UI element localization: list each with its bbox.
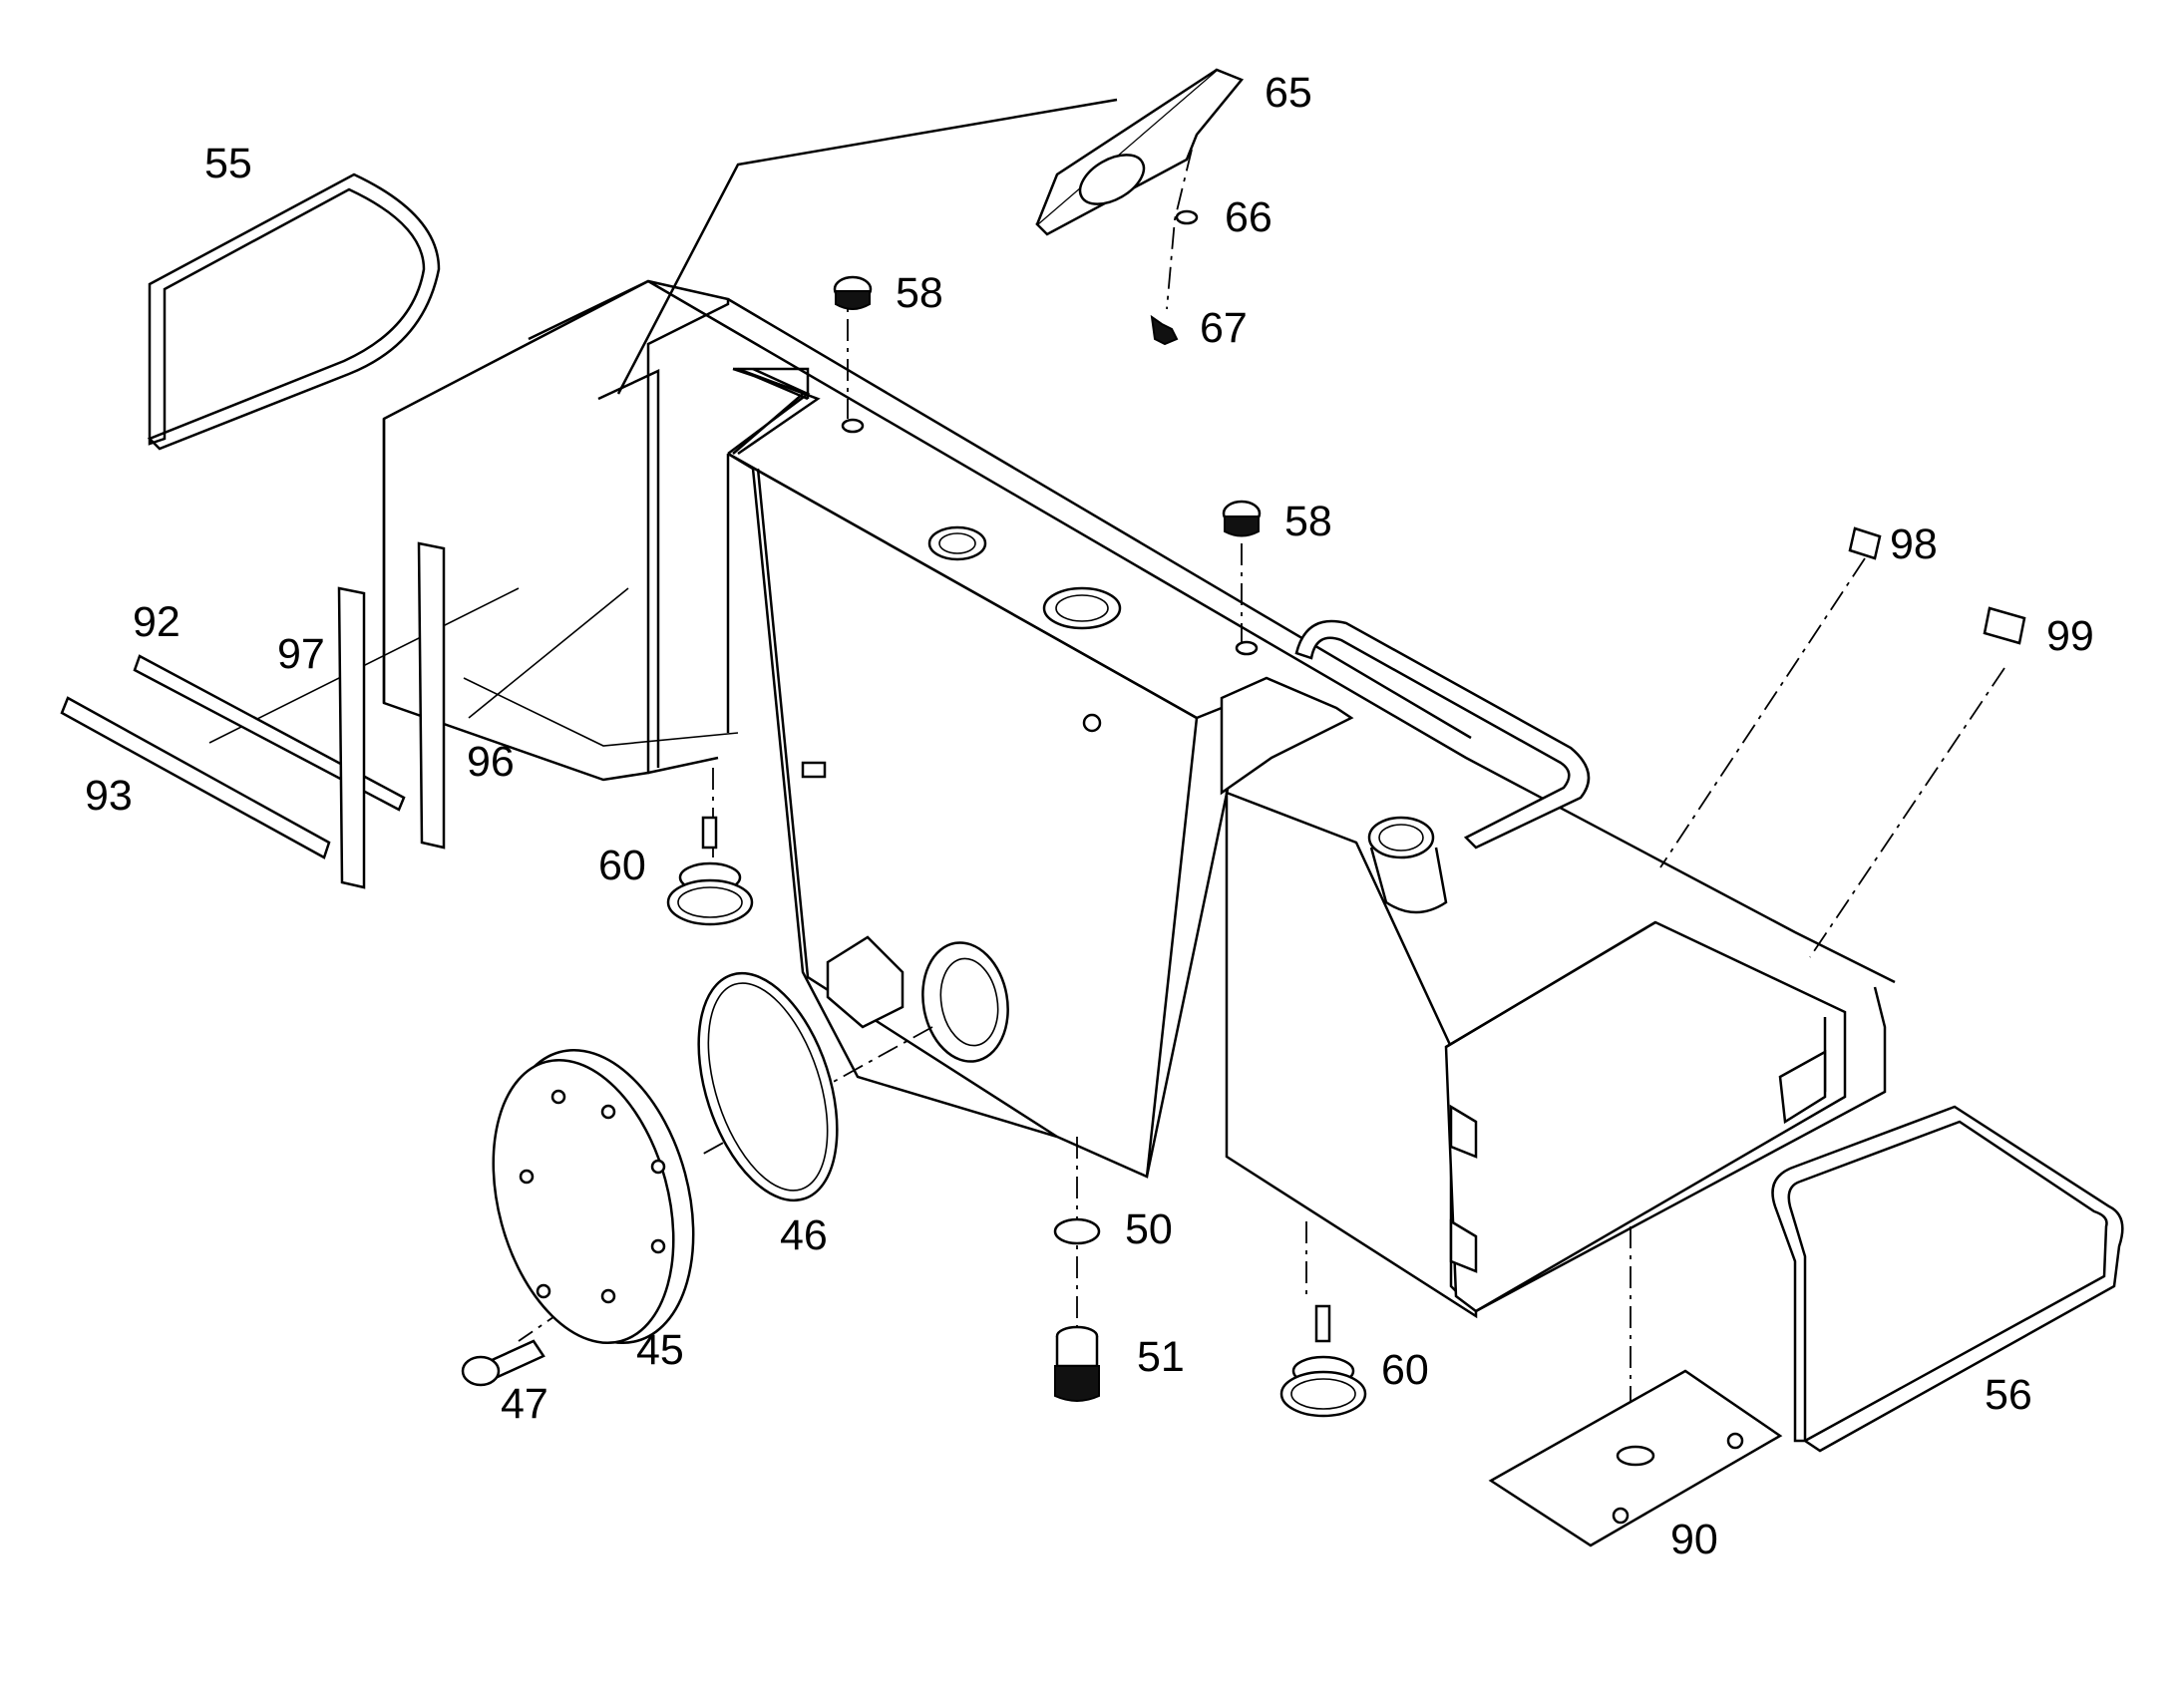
callout-96: 96 bbox=[467, 738, 515, 786]
callout-97: 97 bbox=[277, 630, 325, 678]
callout-93: 93 bbox=[85, 772, 133, 820]
cover-plate-45 bbox=[492, 1049, 695, 1345]
bar-92 bbox=[133, 654, 406, 812]
callout-51: 51 bbox=[1137, 1333, 1185, 1381]
drain-plug-51 bbox=[1054, 1325, 1100, 1402]
bar-97 bbox=[337, 586, 366, 889]
callout-58-top: 58 bbox=[896, 269, 943, 317]
callout-98: 98 bbox=[1890, 520, 1938, 568]
tank-body bbox=[382, 279, 1896, 1319]
o-ring-46 bbox=[697, 971, 839, 1202]
cap-98 bbox=[1848, 526, 1882, 560]
gasket-56 bbox=[1771, 1105, 2124, 1453]
bar-93 bbox=[60, 696, 331, 859]
plate-90 bbox=[1488, 1369, 1783, 1547]
plug-58-top bbox=[833, 275, 873, 310]
callout-labels: 55 65 66 67 58 58 98 99 92 97 93 96 60 6… bbox=[85, 69, 2094, 1563]
screw-67 bbox=[1150, 314, 1179, 346]
callout-65: 65 bbox=[1265, 69, 1312, 117]
callout-56: 56 bbox=[1985, 1371, 2032, 1419]
callout-92: 92 bbox=[133, 598, 181, 646]
callout-58-middle: 58 bbox=[1284, 498, 1332, 545]
callout-46: 46 bbox=[780, 1211, 828, 1259]
callout-66: 66 bbox=[1225, 193, 1272, 241]
mount-60-left bbox=[666, 816, 754, 926]
callout-47: 47 bbox=[501, 1380, 548, 1428]
gasket-55 bbox=[147, 172, 441, 451]
cap-99 bbox=[1983, 606, 2026, 645]
bar-96 bbox=[417, 541, 446, 850]
callout-60-left: 60 bbox=[598, 842, 646, 889]
callout-60-right: 60 bbox=[1381, 1346, 1429, 1394]
washer-50 bbox=[1053, 1217, 1101, 1245]
callout-90: 90 bbox=[1670, 1516, 1718, 1563]
callout-55: 55 bbox=[204, 140, 252, 187]
plug-58-middle bbox=[1222, 500, 1262, 537]
bolt-47 bbox=[461, 1339, 545, 1387]
mount-60-right bbox=[1279, 1304, 1367, 1418]
callout-50: 50 bbox=[1125, 1205, 1173, 1253]
washer-66 bbox=[1175, 209, 1199, 225]
callout-99: 99 bbox=[2046, 612, 2094, 660]
callout-67: 67 bbox=[1200, 304, 1248, 352]
callout-45: 45 bbox=[636, 1326, 684, 1374]
bracket-65 bbox=[1035, 68, 1245, 236]
